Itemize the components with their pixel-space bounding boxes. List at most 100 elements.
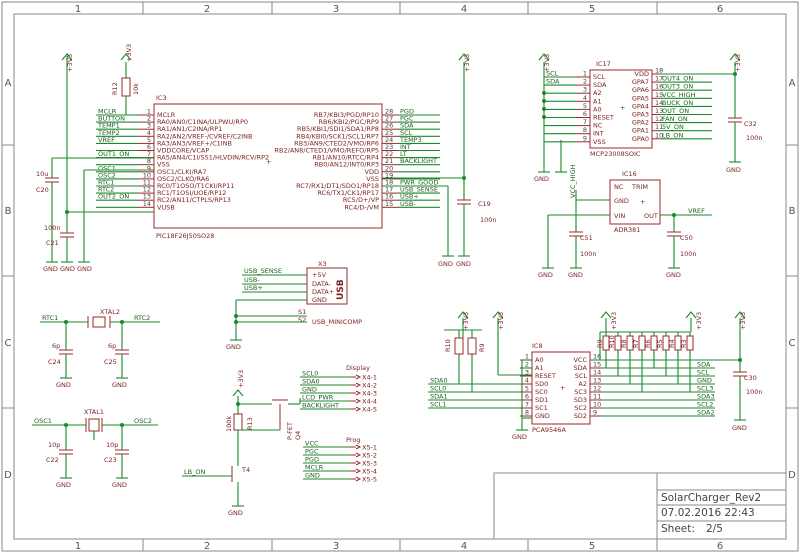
c19-val: 100n bbox=[480, 216, 497, 224]
c24-ref: C24 bbox=[48, 358, 61, 366]
gnd-label: GND bbox=[666, 271, 681, 279]
connector-pin: X5-1 bbox=[362, 444, 377, 452]
ic16-pin: OUT bbox=[644, 212, 658, 220]
ic3-center-mark: + bbox=[266, 158, 271, 166]
title-sheet-label: Sheet: bbox=[661, 523, 695, 535]
pin-function: RB4/KBI0/SCK1/SCL1/RP7 bbox=[296, 132, 379, 140]
x3-shield: S1 bbox=[298, 308, 306, 316]
ic8-supply-rails: +3V3 +3V3 R10 R9 GND bbox=[444, 311, 532, 441]
vcc-label: +3V3 bbox=[695, 312, 703, 330]
pin-function: NC bbox=[593, 122, 603, 130]
pullup-ref: R7 bbox=[632, 339, 640, 348]
usb-net: USB+ bbox=[244, 284, 263, 292]
pin-function: RC7/RX1/DT1/SDO1/RP18 bbox=[296, 182, 379, 190]
c51-val: 100n bbox=[580, 250, 597, 258]
pin-function: VCC bbox=[573, 356, 587, 364]
pin-function: MCLR bbox=[157, 111, 176, 119]
gnd-label: GND bbox=[77, 265, 92, 273]
net-label: PWR_GOOD bbox=[400, 179, 438, 187]
gnd-label: GND bbox=[726, 166, 741, 174]
q4-ref: Q4 bbox=[294, 431, 302, 440]
osc-crystal-section: XTAL1 OSC1 OSC2 10p C22 GND 10p C23 GND bbox=[32, 408, 158, 489]
net-label: SDA bbox=[400, 122, 414, 130]
net-label: BACKLIGHT bbox=[400, 157, 437, 165]
pin-number: 3 bbox=[583, 86, 587, 94]
pin-function: OSC2/CLKO/RA6 bbox=[157, 175, 209, 183]
pin-function: RC5/D+/VP bbox=[343, 196, 379, 204]
pin-function: GND bbox=[535, 412, 550, 420]
pin-function: GPA1 bbox=[632, 127, 649, 135]
pin-number: 4 bbox=[583, 94, 587, 102]
row-label: D bbox=[788, 470, 796, 481]
net-label: OUT2_ON bbox=[98, 193, 129, 201]
pin-number: 15 bbox=[385, 200, 393, 208]
pin-number: 10 bbox=[655, 131, 663, 139]
r-ref: R9 bbox=[478, 343, 486, 352]
pin-number: 14 bbox=[143, 200, 151, 208]
c25-ref: C25 bbox=[104, 358, 117, 366]
title-name: SolarCharger_Rev2 bbox=[661, 492, 761, 504]
vcc-label: +3V3 bbox=[610, 312, 618, 330]
prog-connector: Prog X5-1VCCX5-2PGCX5-3PGDX5-4MCLRX5-5GN… bbox=[303, 436, 377, 484]
pin-number: 28 bbox=[385, 108, 393, 116]
ic16-pin: VIN bbox=[614, 212, 625, 220]
connector-pin: X5-5 bbox=[362, 476, 377, 484]
pin-number: 13 bbox=[143, 193, 151, 201]
r12-resistor: R12 10k bbox=[111, 62, 140, 115]
ic17-ref: IC17 bbox=[596, 60, 611, 68]
c51-capacitor: C51 100n GND bbox=[568, 231, 597, 279]
r12-ref: R12 bbox=[111, 82, 119, 95]
pin-number: 19 bbox=[385, 171, 393, 179]
vcc-symbol-left: +3V3 bbox=[61, 53, 74, 212]
col-label: 4 bbox=[461, 4, 467, 15]
ic17-right-pins: 18VDDOUT4_ON17GPA7OUT3_ON16GPA6VCC_HIGH1… bbox=[632, 67, 712, 143]
pin-number: 11 bbox=[143, 179, 151, 187]
ic17-part: MCP23008SOIC bbox=[590, 150, 641, 158]
pin-function: SCL bbox=[593, 73, 606, 81]
pin-function: RA3/AN3/VREF+/C1INB bbox=[157, 139, 232, 147]
pin-number: 7 bbox=[583, 118, 587, 126]
net-label: 5V_ON bbox=[662, 123, 684, 131]
vcc-label: +3V3 bbox=[543, 54, 551, 72]
pullup-ref: R10 bbox=[608, 335, 616, 348]
pullup-ref: R4 bbox=[668, 339, 676, 348]
pin-number: 15 bbox=[593, 361, 601, 369]
ic8-part: PCA9546A bbox=[532, 426, 566, 434]
pin-number: 20 bbox=[385, 164, 393, 172]
pin-function: A0 bbox=[593, 105, 602, 113]
connector-pin: X4-3 bbox=[362, 390, 377, 398]
net-label: SDA1 bbox=[430, 393, 448, 401]
pin-number: 18 bbox=[655, 67, 663, 75]
net-label: PGC bbox=[400, 115, 414, 123]
net-label: LCD_PWR bbox=[302, 394, 334, 402]
gnd-label: GND bbox=[60, 265, 75, 273]
t4-ref: T4 bbox=[241, 466, 250, 474]
display-title: Display bbox=[346, 364, 370, 372]
pin-number: 3 bbox=[525, 369, 529, 377]
c32-capacitor: C32 100n GND bbox=[726, 117, 763, 174]
ic16-pin: NC bbox=[614, 183, 624, 191]
pin-number: 7 bbox=[147, 150, 151, 158]
pin-number: 8 bbox=[583, 126, 587, 134]
net-label: FAN_ON bbox=[662, 115, 688, 123]
pin-number: 5 bbox=[147, 136, 151, 144]
c24-val: 6p bbox=[52, 342, 60, 350]
q4-part: P-FET bbox=[286, 422, 294, 440]
row-label: B bbox=[5, 206, 12, 217]
ic8-left-pins: A01A12RESET3SD04SC05SD16SC17GND8SDA0SCL0… bbox=[428, 353, 556, 420]
ic8-ref: IC8 bbox=[532, 342, 543, 350]
pin-number: 11 bbox=[655, 123, 663, 131]
net-label: SDA0 bbox=[302, 378, 320, 386]
net-label: TEMP2 bbox=[97, 129, 120, 137]
c23-ref: C23 bbox=[104, 456, 117, 464]
pin-function: SD3 bbox=[574, 396, 587, 404]
pin-function: A0 bbox=[535, 356, 544, 364]
pin-function: RB0/AN12/INT0/RP3 bbox=[314, 161, 379, 169]
rtc-crystal-ref: XTAL2 bbox=[100, 308, 120, 316]
gnd-label: GND bbox=[538, 271, 553, 279]
net-label: SCL bbox=[697, 369, 710, 377]
net-label: OSC1 bbox=[98, 164, 116, 172]
col-label: 5 bbox=[589, 4, 595, 15]
